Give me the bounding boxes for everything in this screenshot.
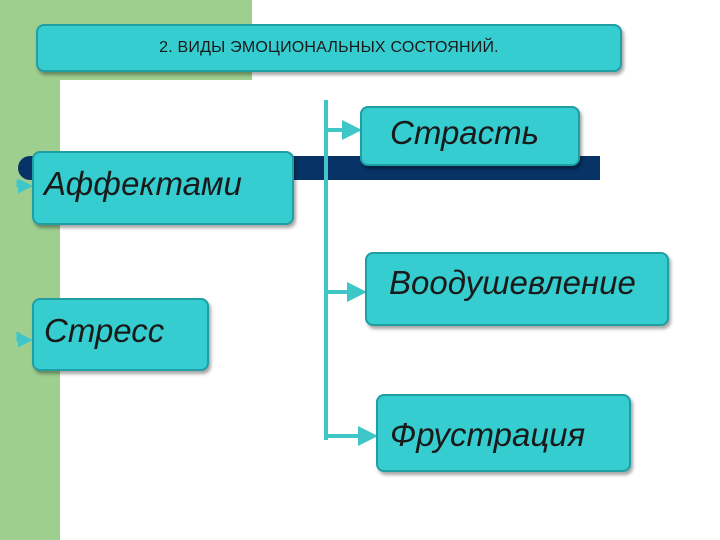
node-inspiration: Воодушевление bbox=[365, 252, 669, 326]
node-affect-label: Аффектами bbox=[44, 165, 242, 202]
connector-affect bbox=[16, 178, 33, 194]
node-passion-label: Страсть bbox=[390, 114, 539, 151]
node-frustration: Фрустрация bbox=[376, 394, 631, 472]
node-stress: Стресс bbox=[32, 298, 209, 371]
node-affect: Аффектами bbox=[32, 151, 294, 225]
node-stress-label: Стресс bbox=[44, 312, 165, 349]
node-inspiration-label: Воодушевление bbox=[389, 264, 636, 301]
connector-stress bbox=[16, 332, 33, 348]
side-strip bbox=[0, 0, 60, 540]
diagram-title: 2. ВИДЫ ЭМОЦИОНАЛЬНЫХ СОСТОЯНИЙ. bbox=[36, 24, 622, 72]
node-passion: Страсть bbox=[360, 106, 580, 166]
node-frustration-label: Фрустрация bbox=[390, 416, 586, 453]
